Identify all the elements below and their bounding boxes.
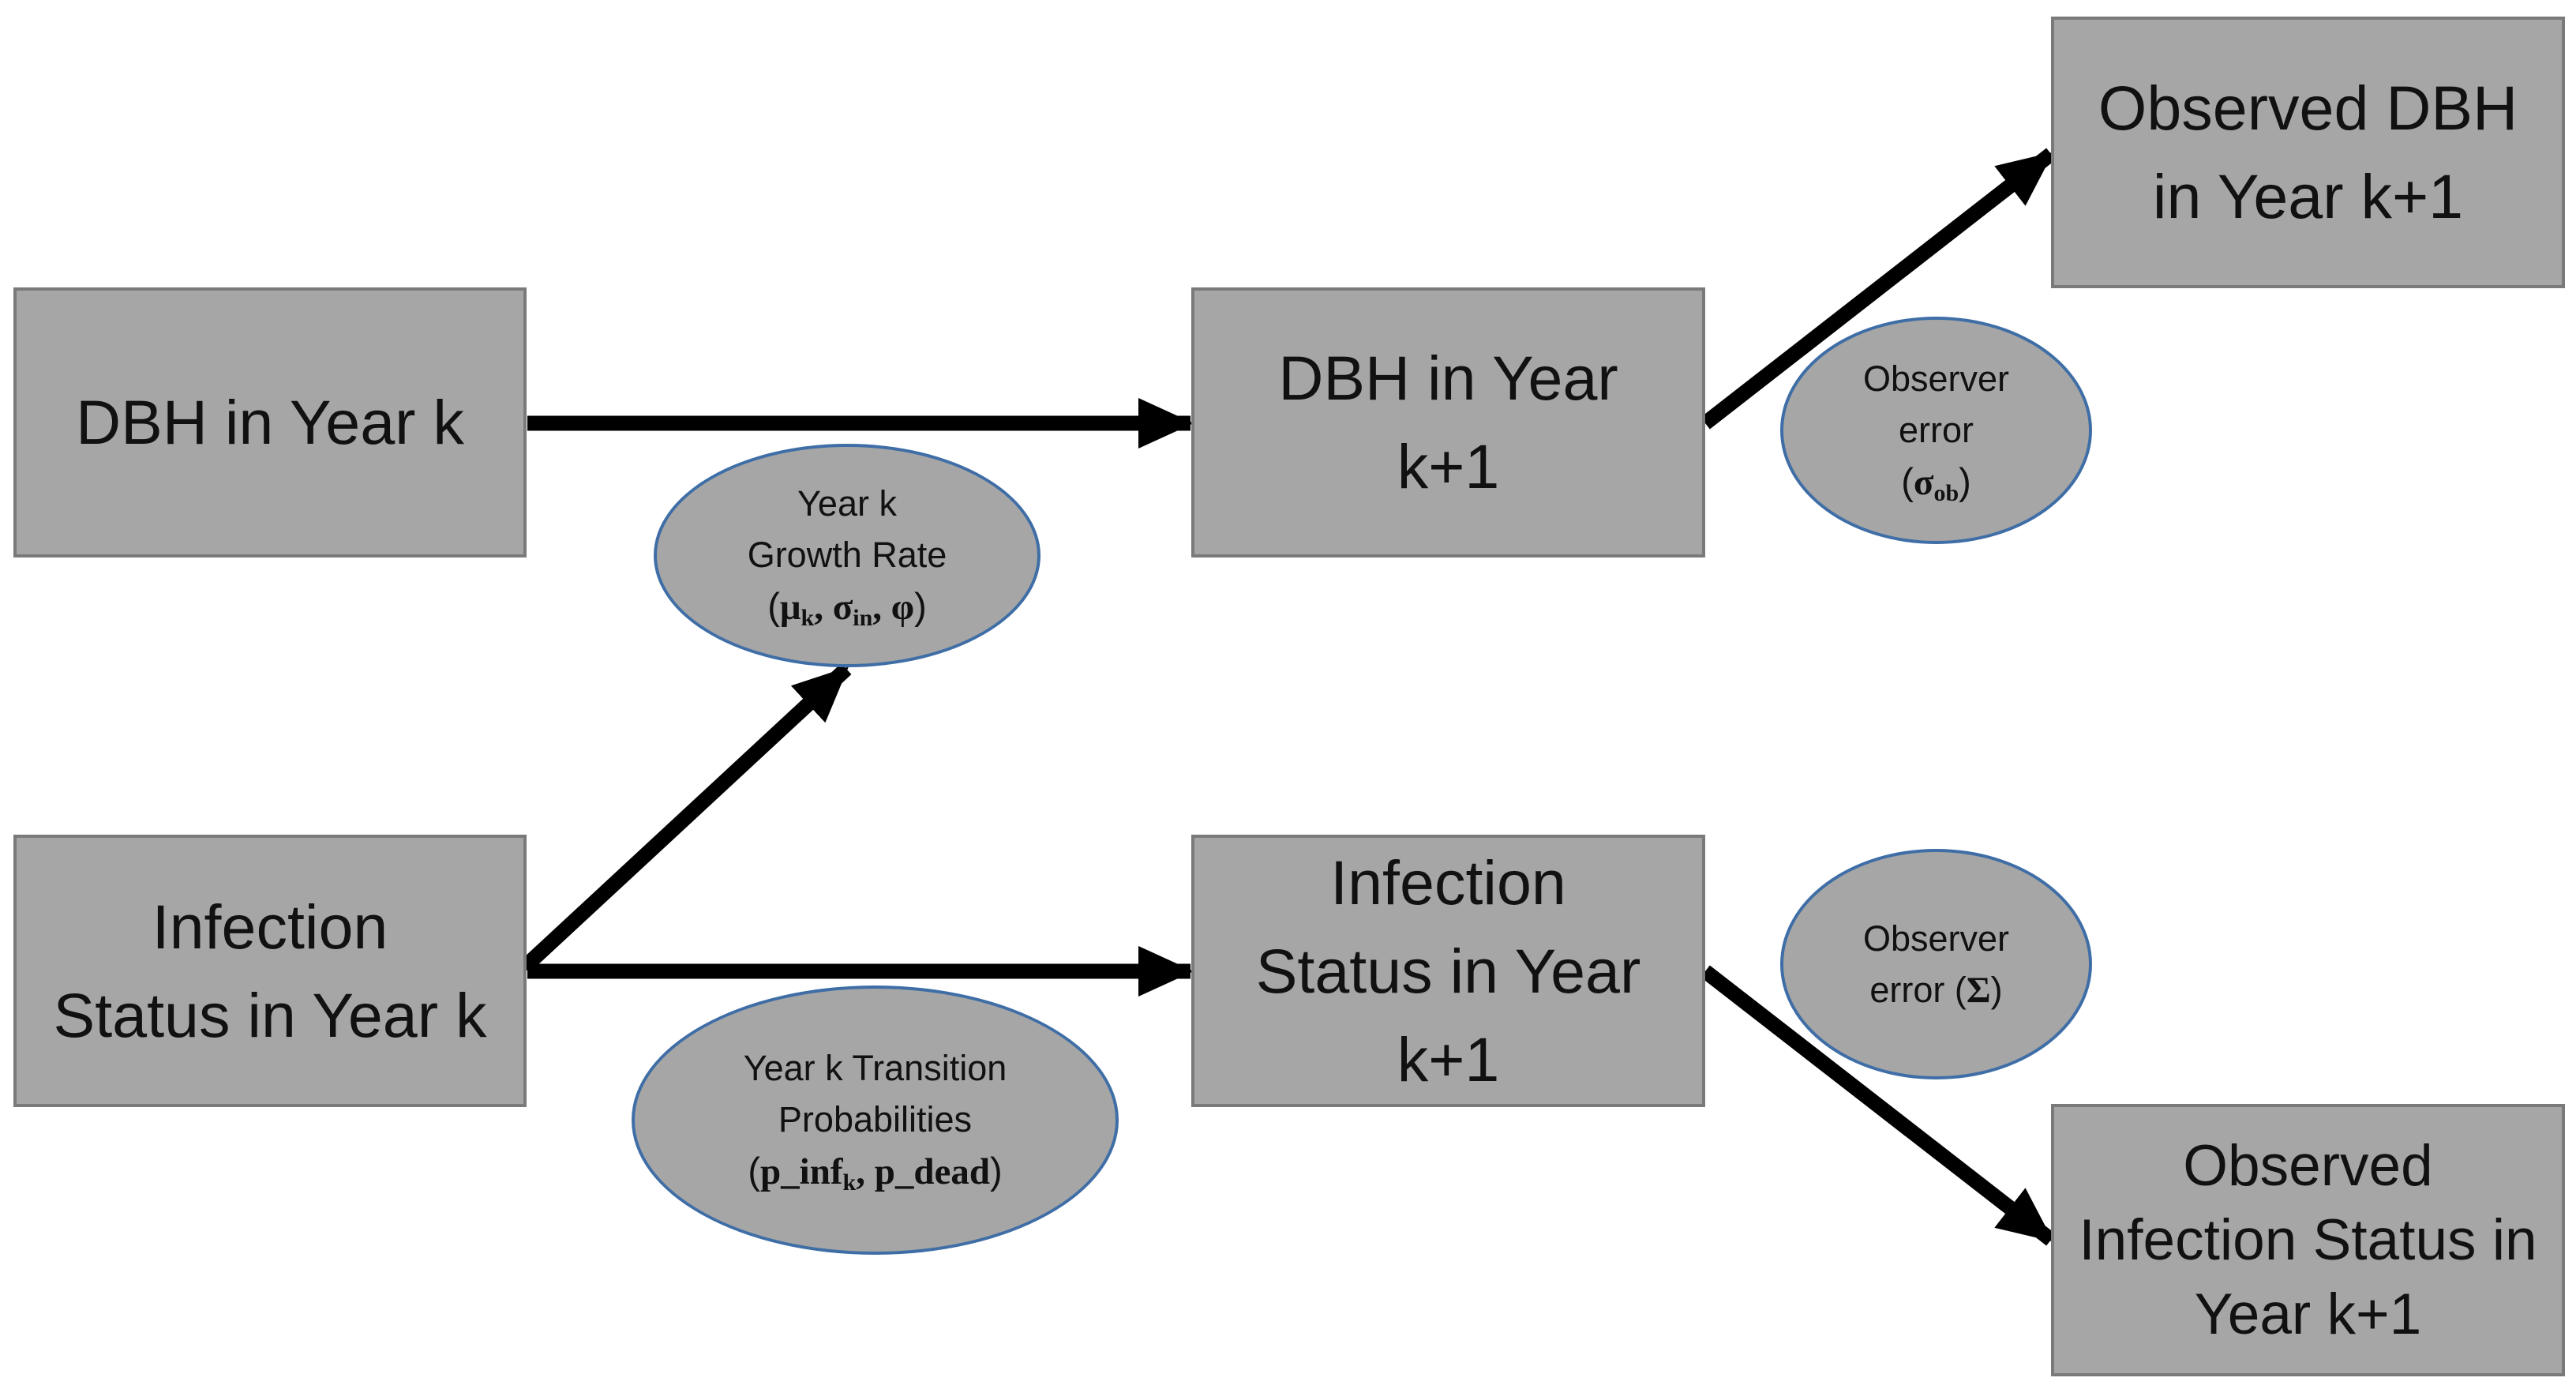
node-label-line: Status in Year bbox=[1255, 935, 1641, 1006]
node-infection-year-k: Infection Status in Year k bbox=[13, 835, 527, 1107]
node-label-line: Status in Year k bbox=[53, 979, 487, 1050]
node-label-line: Infection bbox=[1330, 847, 1566, 918]
param-symbols: (p_infk, p_dead) bbox=[748, 1150, 1003, 1196]
param-label-line: error bbox=[1898, 409, 1974, 450]
node-infection-year-k1: Infection Status in Year k+1 bbox=[1191, 835, 1705, 1107]
param-symbols: (σob) bbox=[1901, 460, 1971, 506]
node-label-line: Observed bbox=[2183, 1133, 2433, 1198]
node-label-line: Infection Status in bbox=[2079, 1207, 2537, 1272]
node-label-line: Year k+1 bbox=[2194, 1282, 2422, 1346]
param-label-line: Year k Transition bbox=[743, 1048, 1007, 1088]
param-symbols: (μk, σin, φ) bbox=[767, 585, 927, 631]
param-label-line: Observer bbox=[1862, 918, 2010, 959]
node-label-line: k+1 bbox=[1397, 431, 1500, 501]
param-growth-rate: Year k Growth Rate (μk, σin, φ) bbox=[654, 444, 1041, 667]
node-label-line: Observed DBH bbox=[2098, 73, 2518, 143]
param-label-line: Observer bbox=[1862, 358, 2010, 399]
node-label-line: DBH in Year k bbox=[76, 387, 464, 457]
param-transition-probabilities: Year k Transition Probabilities (p_infk,… bbox=[632, 985, 1119, 1255]
param-label-line: Probabilities bbox=[778, 1099, 973, 1139]
param-observer-error-infection: Observer error (Σ) bbox=[1780, 849, 2092, 1079]
param-label-line: Growth Rate bbox=[747, 535, 947, 575]
param-label-line: error (Σ) bbox=[1869, 969, 2003, 1011]
node-label-line: Infection bbox=[152, 891, 388, 962]
node-observed-infection: Observed Infection Status in Year k+1 bbox=[2051, 1104, 2565, 1376]
node-observed-dbh: Observed DBH in Year k+1 bbox=[2051, 17, 2565, 288]
node-dbh-year-k1: DBH in Year k+1 bbox=[1191, 287, 1705, 557]
node-label-line: k+1 bbox=[1397, 1023, 1500, 1094]
node-label-line: in Year k+1 bbox=[2152, 161, 2464, 231]
node-dbh-year-k: DBH in Year k bbox=[13, 287, 527, 557]
param-label-line: Year k bbox=[797, 483, 897, 524]
node-label-line: DBH in Year bbox=[1278, 343, 1618, 413]
param-observer-error-dbh: Observer error (σob) bbox=[1780, 317, 2092, 544]
arrow-infection-k-to-growth-rate bbox=[519, 663, 852, 973]
